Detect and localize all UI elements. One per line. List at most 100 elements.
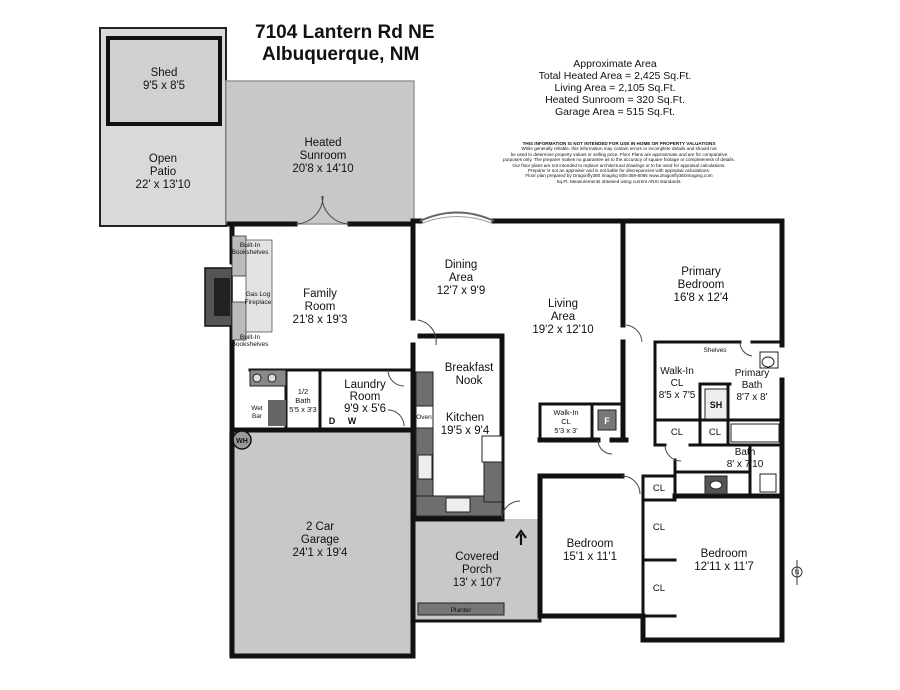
walkin-closet-label: CL [561,417,571,426]
living-label: Living [548,298,578,310]
half-bath-label: Bath [295,396,310,405]
disclaimer: THIS INFORMATION IS NOT INTENDED FOR USE… [478,141,760,184]
area-garage: Garage Area = 515 Sq.Ft. [555,106,675,118]
bay-window [419,211,495,222]
entry-arrow-icon [515,529,527,545]
kitchen-dims: 19'5 x 9'4 [441,425,490,437]
wet-label: Wet [251,405,263,412]
north-arrow-icon [791,560,803,585]
porch-label: Covered [455,551,498,563]
primary-bedroom-label: Bedroom [678,279,725,291]
garage-area [229,432,413,656]
shelves-label: Shelves [703,347,727,354]
gas-log-label: Gas Log [246,291,271,298]
address-line-2: Albuquerque, NM [262,44,420,65]
disclaimer-line: Our floor plans are not intended to repl… [512,162,726,168]
water-heater-label: WH [236,438,248,445]
sunroom-label: Heated [304,137,341,149]
primary-bedroom-label: Primary [681,266,721,278]
shed-dims: 9'5 x 8'5 [143,80,185,92]
dining-label: Area [449,272,474,284]
family-label: Family [303,288,337,300]
primary-bath-label: Primary [735,368,769,379]
disclaimer-line: Sq.Ft. Measurements obtained using curre… [556,178,682,184]
bedroom-dims: 12'11 x 11'7 [694,561,754,573]
bookshelves-label: Bookshelves [232,249,270,256]
patio-label: Open [149,153,177,165]
sunroom-area [225,80,415,225]
toilet-icon [759,473,777,493]
laundry-label: Laundry [344,379,386,391]
family-dims: 21'8 x 19'3 [293,314,348,326]
living-dims: 19'2 x 12'10 [532,324,593,336]
porch-label: Porch [462,564,492,576]
walkin-closet-label: Walk-In [553,408,578,417]
shower-label: SH [710,400,723,410]
laundry-dims: 9'9 x 5'6 [344,403,386,415]
area-summary: Approximate Area Total Heated Area = 2,4… [520,58,710,118]
living-label: Area [551,311,576,323]
stove-icon [417,454,433,480]
tub-icon [730,423,780,443]
laundry-label: Room [350,391,381,403]
furnace-label: F [604,416,610,426]
sunroom-label: Sunroom [300,150,347,162]
bedroom-label: Bedroom [701,548,748,560]
fireplace-label: Fireplace [245,299,272,306]
half-bath-label: 1/2 [298,387,308,396]
disclaimer-line: Preparer is not an appraiser and is not … [527,168,711,174]
area-living: Living Area = 2,105 Sq.Ft. [554,82,676,94]
washer-label: W [348,416,357,426]
sunroom-dims: 20'8 x 14'10 [292,163,353,175]
shed-area [106,36,222,126]
disclaimer-line: While generally reliable, this informati… [521,146,717,152]
walkin-closet-dims: 8'5 x 7'5 [659,390,696,401]
porch-dims: 13' x 10'7 [453,577,502,589]
family-label: Room [305,301,336,313]
planter-icon [417,602,505,616]
area-total-heated: Total Heated Area = 2,425 Sq.Ft. [538,70,692,82]
walkin-closet-label: CL [671,378,684,389]
closet-label: CL [653,483,665,494]
dining-dims: 12'7 x 9'9 [437,285,486,297]
shower-icon [704,388,728,420]
disclaimer-line: be used to determine property values or … [510,151,728,157]
fridge-icon [481,435,503,463]
closet-label: CL [653,583,665,594]
address-line-1: 7104 Lantern Rd NE [255,22,435,43]
garage-dims: 24'1 x 19'4 [293,547,349,559]
builtin-label: Built-In [240,242,261,249]
kitchen-label: Kitchen [446,412,484,424]
area-title: Approximate Area [573,58,657,70]
garage-label: 2 Car [306,521,334,533]
disclaimer-heading: THIS INFORMATION IS NOT INTENDED FOR USE… [522,141,716,146]
dryer-label: D [329,416,336,426]
bar-label: Bar [252,413,263,420]
primary-bedroom-dims: 16'8 x 12'4 [674,292,730,304]
shed-label: Shed [151,67,178,79]
patio-label: Patio [150,166,176,178]
bedroom-dims: 15'1 x 11'1 [563,551,617,563]
bookshelves-label: Bookshelves [232,341,270,348]
primary-bath-dims: 8'7 x 8' [736,392,767,403]
planter-label: Planter [451,607,472,614]
closet-label: CL [671,427,683,438]
bath-dims: 8' x 7'10 [727,459,764,470]
oven-label: Oven [416,414,432,421]
walkin-closet-label: Walk-In [660,366,694,377]
furnace-icon [597,409,617,431]
dining-label: Dining [445,259,478,271]
builtin-label: Built-In [240,334,261,341]
door-swings [294,195,753,520]
breakfast-nook-label: Breakfast [445,362,494,374]
bath-label: Bath [735,447,756,458]
oven-icon [415,405,434,429]
walkin-closet-dims: 5'3 x 3' [554,426,578,435]
patio-dims: 22' x 13'10 [136,179,191,191]
half-bath-dims: 5'5 x 3'3 [289,405,316,414]
area-heated-sunroom: Heated Sunroom = 320 Sq.Ft. [545,94,685,106]
disclaimer-line: purposes only. The preparer makes no gua… [503,157,735,163]
primary-bath-label: Bath [742,380,763,391]
closet-label: CL [653,522,665,533]
